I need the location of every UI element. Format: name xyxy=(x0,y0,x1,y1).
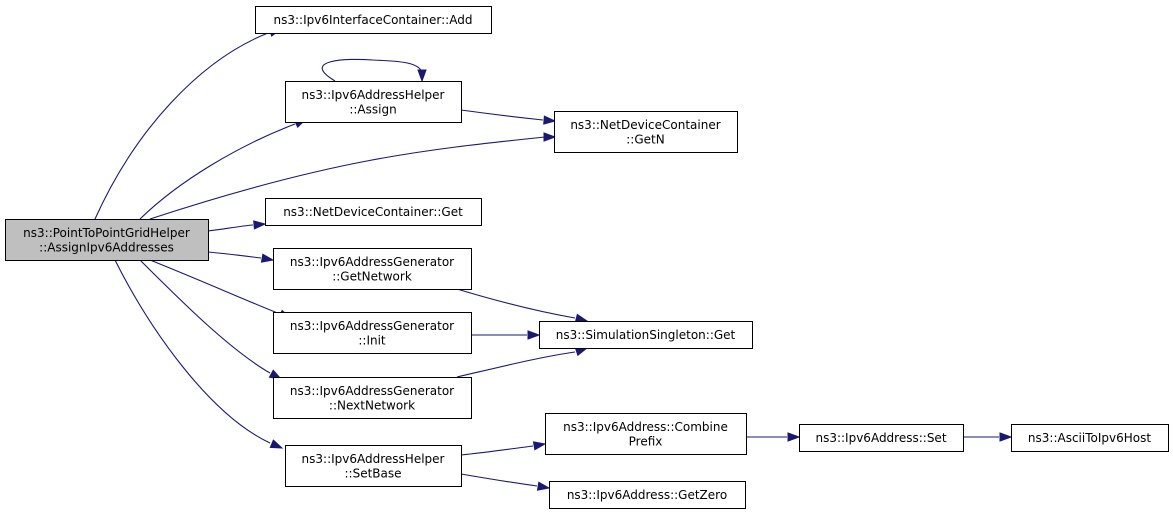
edge-root-to-ifc-add xyxy=(94,27,283,220)
node-box xyxy=(554,111,738,153)
edge-gen-getnetwork-to-sim-get xyxy=(456,288,589,323)
node-gen-getnetwork[interactable]: ns3::Ipv6AddressGenerator::GetNetwork xyxy=(273,248,472,290)
node-label-line: ns3::Ipv6AddressGenerator xyxy=(290,319,454,333)
node-ndc-get[interactable]: ns3::NetDeviceContainer::Get xyxy=(265,198,482,226)
node-box xyxy=(273,377,472,419)
edge-addr-combine-to-addr-set xyxy=(746,432,801,442)
edge-helper-setbase-to-addr-getzero xyxy=(460,473,551,491)
node-label-line: ns3::Ipv6AddressHelper xyxy=(302,452,445,466)
node-addr-getzero[interactable]: ns3::Ipv6Address::GetZero xyxy=(549,481,746,509)
node-label-line: ns3::NetDeviceContainer xyxy=(570,118,720,132)
node-label-line: ns3::Ipv6AddressHelper xyxy=(302,88,445,102)
node-label-line: ::GetNetwork xyxy=(332,269,412,283)
node-label-line: ::Assign xyxy=(349,102,396,116)
node-label-line: ns3::Ipv6InterfaceContainer::Add xyxy=(274,13,473,27)
edge-root-to-gen-nextnetwork xyxy=(139,259,283,380)
node-ndc-getn[interactable]: ns3::NetDeviceContainer::GetN xyxy=(554,111,738,153)
node-box xyxy=(273,312,472,354)
edge-gen-init-to-sim-get xyxy=(471,330,541,340)
arrowhead xyxy=(527,330,541,340)
node-box xyxy=(799,424,964,452)
node-box xyxy=(539,321,753,349)
node-label-line: Prefix xyxy=(629,434,663,448)
node-label-line: ns3::PointToPointGridHelper xyxy=(23,226,190,240)
edge-line xyxy=(321,58,423,82)
node-label-line: ns3::NetDeviceContainer::Get xyxy=(283,205,463,219)
node-box xyxy=(5,219,209,261)
node-label-line: ::GetN xyxy=(626,132,664,146)
nodes: ns3::PointToPointGridHelper::AssignIpv6A… xyxy=(5,6,1169,509)
node-label-line: ns3::Ipv6AddressGenerator xyxy=(290,384,454,398)
edge-line xyxy=(460,473,538,487)
node-gen-nextnetwork[interactable]: ns3::Ipv6AddressGenerator::NextNetwork xyxy=(273,377,472,419)
arrowhead xyxy=(532,441,547,451)
edge-line xyxy=(207,224,254,232)
edge-root-to-gen-init xyxy=(149,259,293,319)
arrowhead xyxy=(543,115,557,125)
arrowhead xyxy=(269,439,284,449)
node-box xyxy=(549,481,746,509)
edge-helper-assign-to-helper-assign xyxy=(321,58,427,83)
edge-helper-setbase-to-addr-combine xyxy=(460,441,547,456)
root-node: ns3::PointToPointGridHelper::AssignIpv6A… xyxy=(5,219,209,261)
node-addr-set[interactable]: ns3::Ipv6Address::Set xyxy=(799,424,964,452)
edge-line xyxy=(460,109,544,121)
edge-addr-set-to-ascii-host xyxy=(963,432,1013,442)
edge-line xyxy=(456,351,576,378)
edge-line xyxy=(207,251,262,259)
node-gen-init[interactable]: ns3::Ipv6AddressGenerator::Init xyxy=(273,312,472,354)
edge-root-to-helper-setbase xyxy=(114,259,284,449)
edge-line xyxy=(139,123,296,220)
edge-line xyxy=(149,136,546,220)
node-label-line: ns3::Ipv6AddressGenerator xyxy=(290,255,454,269)
edge-line xyxy=(139,259,271,374)
node-box xyxy=(273,248,472,290)
node-label-line: ns3::Ipv6Address::GetZero xyxy=(567,488,727,502)
edge-line xyxy=(114,259,271,444)
node-label-line: ns3::SimulationSingleton::Get xyxy=(556,328,736,342)
node-box xyxy=(265,198,482,226)
arrowhead xyxy=(999,432,1013,442)
node-box xyxy=(1011,424,1169,452)
arrowhead xyxy=(787,432,801,442)
arrowhead xyxy=(253,220,267,230)
edge-root-to-ndc-get xyxy=(207,220,267,232)
arrowhead xyxy=(417,69,427,83)
node-label-line: ::NextNetwork xyxy=(329,398,415,412)
arrowhead xyxy=(536,481,551,491)
node-label-line: ns3::Ipv6Address::Set xyxy=(815,431,946,445)
edge-line xyxy=(456,288,576,319)
node-label-line: ::AssignIpv6Addresses xyxy=(39,240,174,254)
node-ascii-host[interactable]: ns3::AsciiToIpv6Host xyxy=(1011,424,1169,452)
arrowhead xyxy=(260,253,275,263)
node-sim-get[interactable]: ns3::SimulationSingleton::Get xyxy=(539,321,753,349)
edge-root-to-gen-getnetwork xyxy=(207,251,275,263)
node-box xyxy=(255,6,492,34)
node-box xyxy=(285,81,462,123)
edge-root-to-ndc-getn xyxy=(149,132,557,220)
node-ifc-add[interactable]: ns3::Ipv6InterfaceContainer::Add xyxy=(255,6,492,34)
node-label-line: ns3::Ipv6Address::Combine xyxy=(563,420,728,434)
edge-helper-assign-to-ndc-getn xyxy=(460,109,557,125)
edge-line xyxy=(460,445,534,456)
node-label-line: ::SetBase xyxy=(344,466,401,480)
edge-gen-nextnetwork-to-sim-get xyxy=(456,347,589,378)
node-label-line: ::Init xyxy=(358,333,386,347)
edge-line xyxy=(149,259,281,315)
node-helper-setbase[interactable]: ns3::Ipv6AddressHelper::SetBase xyxy=(285,445,462,487)
arrowhead xyxy=(543,132,557,142)
node-helper-assign[interactable]: ns3::Ipv6AddressHelper::Assign xyxy=(285,81,462,123)
node-box xyxy=(545,413,747,455)
edge-line xyxy=(94,32,269,220)
node-box xyxy=(285,445,462,487)
node-label-line: ns3::AsciiToIpv6Host xyxy=(1028,431,1151,445)
